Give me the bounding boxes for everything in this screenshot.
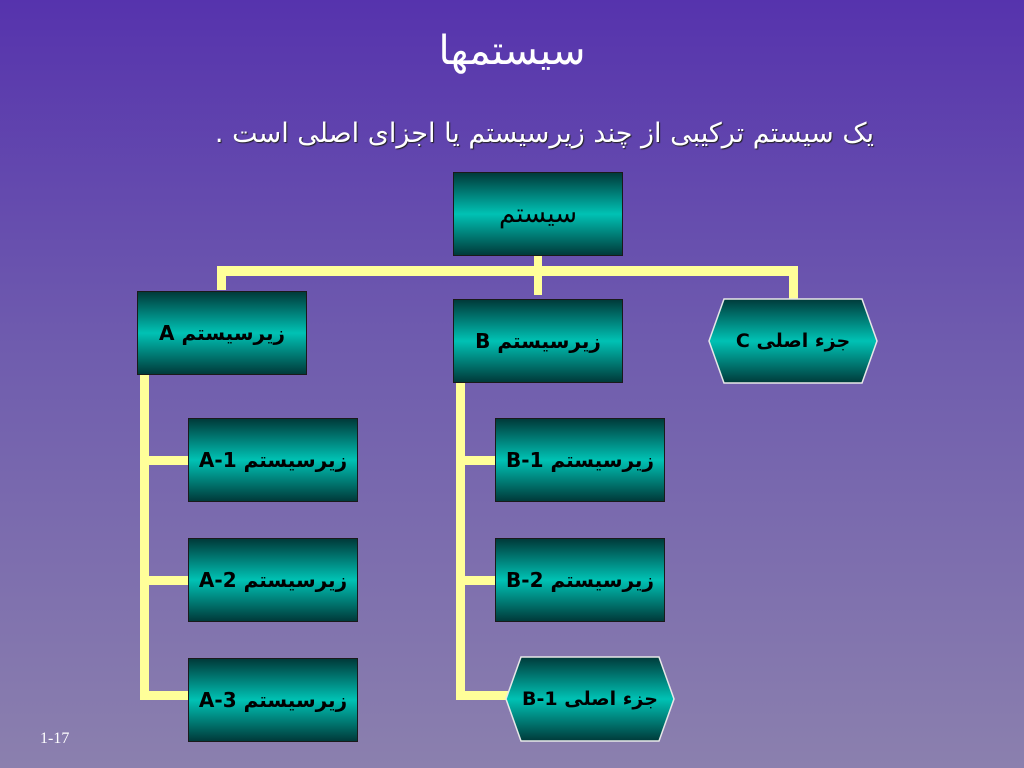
slide-subtitle: یک سیستم ترکیبی از چند زیرسیستم یا اجزای… (214, 118, 874, 149)
connector-b2 (456, 576, 495, 585)
node-b-part1: جزء اصلی B-1 (505, 656, 675, 742)
connector-b-part1 (456, 691, 516, 700)
connector-top-bar (222, 266, 798, 276)
hexagon-shape (505, 656, 675, 742)
connector-a3 (140, 691, 188, 700)
slide-number: 1-17 (40, 730, 70, 747)
node-a3: زیرسیستم A-3 (188, 658, 358, 742)
connector-a1 (140, 456, 188, 465)
node-a2: زیرسیستم A-2 (188, 538, 358, 622)
slide-title: سیستمها (438, 28, 586, 74)
node-b-part1-label: جزء اصلی B-1 (522, 688, 658, 710)
node-a1: زیرسیستم A-1 (188, 418, 358, 502)
node-part-c: جزء اصلی C (708, 298, 878, 384)
node-sub-a: زیرسیستم A (137, 291, 307, 375)
node-b1: زیرسیستم B-1 (495, 418, 665, 502)
node-b2: زیرسیستم B-2 (495, 538, 665, 622)
connector-to-part-c (789, 266, 798, 299)
connector-a2 (140, 576, 188, 585)
node-root: سیستم (453, 172, 623, 256)
node-sub-b: زیرسیستم B (453, 299, 623, 383)
hexagon-shape (708, 298, 878, 384)
connector-a-vertical (140, 374, 149, 700)
node-part-c-label: جزء اصلی C (735, 330, 851, 352)
connector-b1 (456, 456, 495, 465)
connector-to-sub-a (217, 266, 226, 290)
connector-b-vertical (456, 382, 465, 700)
